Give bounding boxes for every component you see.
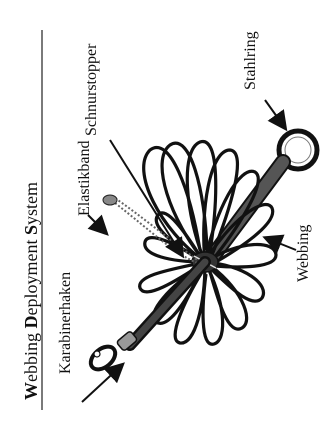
- arrow-stahlring: [265, 100, 285, 128]
- arrow-elastikband: [88, 215, 106, 233]
- carabiner-hook: [86, 331, 137, 374]
